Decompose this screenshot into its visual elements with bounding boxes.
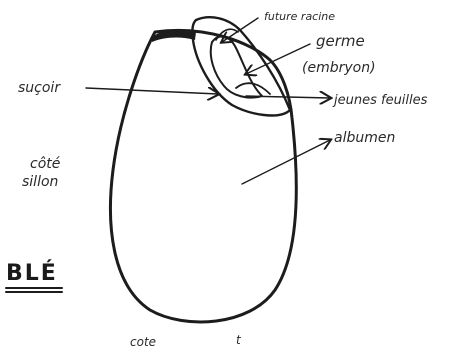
- label-side-groove-line2: sillon: [22, 174, 58, 190]
- arrow-albumen: [242, 140, 330, 184]
- diagram-title: BLÉ: [6, 260, 58, 286]
- label-bottom-mark: t: [236, 333, 242, 347]
- label-young-leaves: jeunes feuilles: [332, 93, 428, 108]
- label-germ: germe: [316, 32, 365, 50]
- grain-outline: [110, 30, 296, 322]
- label-sucker: suçoir: [18, 80, 61, 96]
- label-side-groove-line1: côté: [30, 156, 61, 172]
- label-embryo: (embryon): [302, 60, 376, 76]
- label-future-root: future racine: [264, 10, 335, 23]
- arrow-sucker: [86, 88, 218, 94]
- label-albumen: albumen: [334, 130, 395, 146]
- label-bottom-side: cote: [130, 335, 156, 349]
